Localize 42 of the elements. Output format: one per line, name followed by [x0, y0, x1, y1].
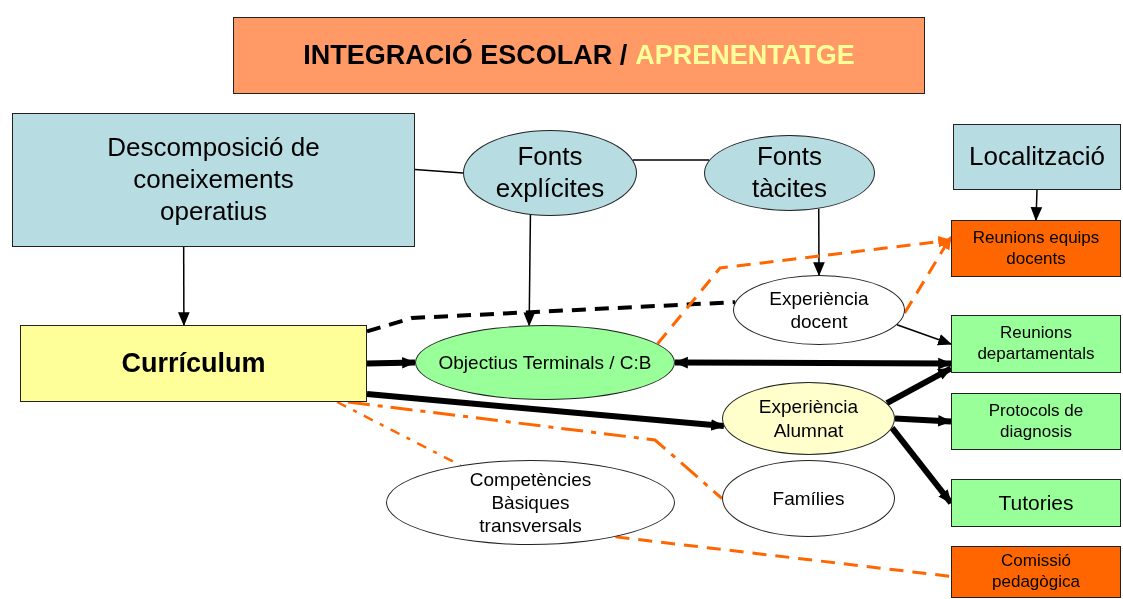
- node-label: Experiència docent: [768, 286, 870, 334]
- arrow: [366, 391, 726, 431]
- process-box: [951, 479, 1121, 527]
- process-box: [953, 124, 1121, 190]
- node-label: Fonts tàcites: [750, 141, 829, 205]
- connector-line: [366, 300, 736, 334]
- node-label: Descomposició de coneixements operatius: [106, 132, 321, 228]
- connector-line: [615, 535, 952, 578]
- node-label: Currículum: [121, 347, 266, 380]
- arrow: [1030, 189, 1043, 222]
- node-label: Reunions departamentals: [976, 323, 1096, 365]
- title-text: INTEGRACIÓ ESCOLAR /: [303, 39, 628, 72]
- process-box: [951, 393, 1121, 450]
- node-label: Competències Bàsiques transversals: [468, 467, 593, 538]
- title-box: [233, 17, 925, 94]
- connector-line: [414, 168, 464, 174]
- arrow: [523, 214, 536, 327]
- arrow: [885, 365, 953, 406]
- arrow: [366, 356, 417, 369]
- arrow: [673, 356, 953, 370]
- connector-line: [347, 400, 723, 500]
- node-label: Experiència Alumnat: [757, 395, 860, 442]
- node-label: Fonts explícites: [494, 141, 606, 205]
- process-box: [20, 325, 367, 402]
- process-box: [951, 315, 1121, 373]
- process-box: [951, 220, 1121, 277]
- arrow: [896, 324, 953, 346]
- node-label: Comissió pedagògica: [991, 551, 1081, 593]
- arrow: [894, 415, 953, 427]
- node-label: Reunions equips docents: [971, 227, 1101, 270]
- process-box: [951, 546, 1121, 598]
- arrow: [903, 235, 953, 314]
- arrow: [178, 246, 190, 327]
- node-label: Localització: [969, 141, 1105, 173]
- node-label: Objectius Terminals / C:B: [438, 350, 652, 375]
- node-label: Famílies: [772, 486, 845, 511]
- node-label: Protocols de diagnosis: [987, 400, 1085, 443]
- connector-line: [336, 400, 462, 467]
- arrow: [813, 207, 825, 277]
- process-box: [12, 113, 415, 247]
- title-text: APRENENTATGE: [635, 39, 855, 72]
- node-label: Tutories: [998, 490, 1074, 516]
